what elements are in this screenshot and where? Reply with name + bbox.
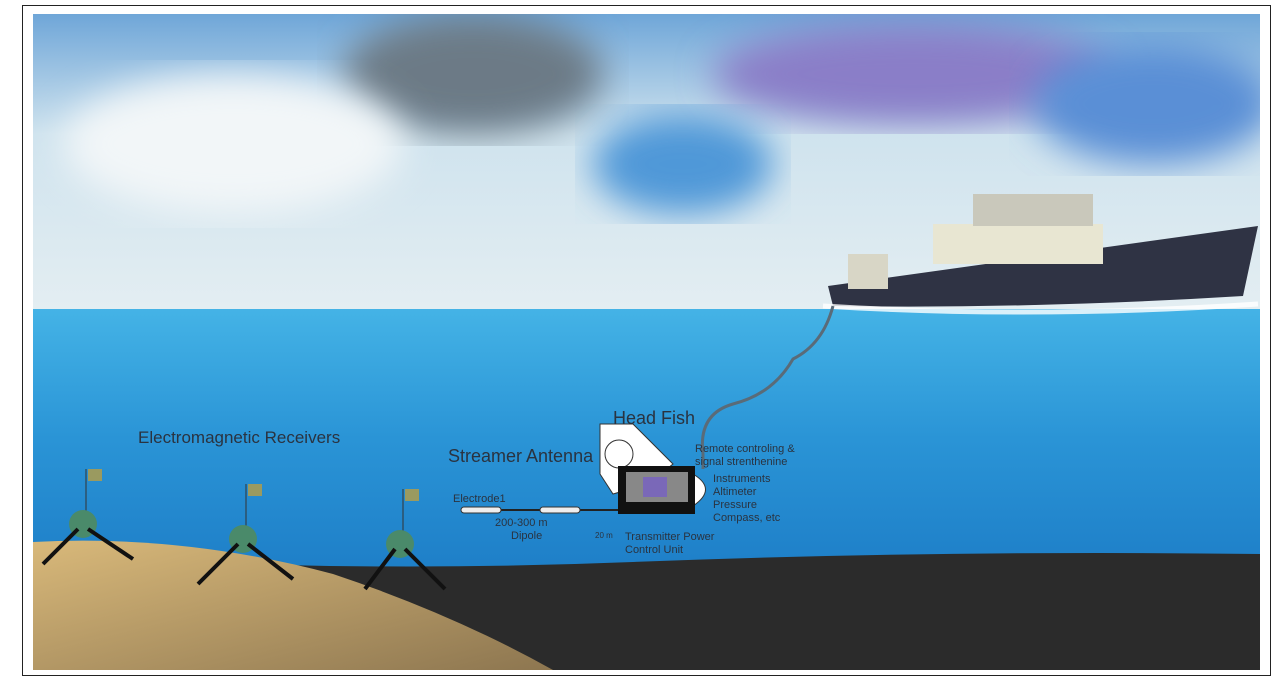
marine-csem-illustration: Electromagnetic Receivers Streamer Anten…	[33, 14, 1260, 670]
tow-cable	[700, 305, 835, 469]
label-transmitter-2: Control Unit	[625, 544, 683, 556]
research-ship	[822, 194, 1259, 315]
seafloor	[33, 540, 1260, 670]
label-distance: 200-300 m	[495, 517, 548, 529]
label-dipole: Dipole	[511, 530, 542, 542]
label-pressure: Pressure	[713, 499, 757, 511]
label-gap: 20 m	[595, 531, 613, 540]
label-electrode: Electrode1	[453, 493, 506, 505]
label-remote-1: Remote controling &	[695, 443, 795, 455]
label-head-fish: Head Fish	[613, 408, 695, 428]
streamer-antenna	[460, 423, 706, 514]
image-frame	[22, 5, 1271, 676]
label-streamer-antenna: Streamer Antenna	[448, 446, 594, 466]
label-instruments: Instruments	[713, 473, 771, 485]
label-receivers: Electromagnetic Receivers	[138, 428, 340, 447]
label-compass: Compass, etc	[713, 512, 781, 524]
em-receivers	[41, 469, 447, 591]
label-remote-2: signal strenthenine	[695, 456, 787, 468]
label-transmitter-1: Transmitter Power	[625, 531, 715, 543]
label-altimeter: Altimeter	[713, 486, 757, 498]
